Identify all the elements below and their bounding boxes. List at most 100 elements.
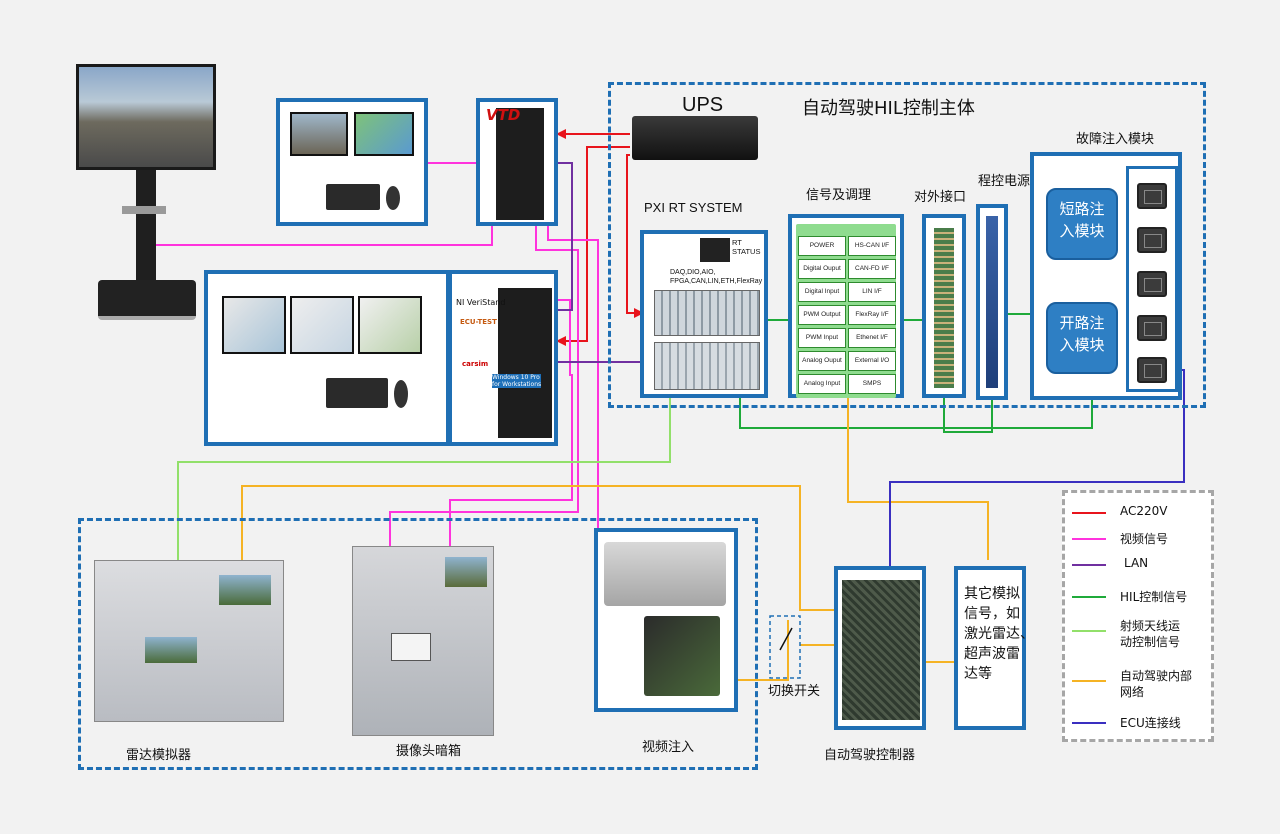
- interface-board: [934, 228, 954, 388]
- connector: [1137, 357, 1167, 383]
- rt-status-display: [700, 238, 730, 262]
- prog-power-box: [976, 204, 1008, 400]
- signal-cell: Digital Input: [798, 282, 846, 302]
- switch-label: 切换开关: [768, 684, 821, 699]
- wire-ac220v: [626, 154, 640, 314]
- open-circuit-module: 开路注 入模块: [1046, 302, 1118, 374]
- legend-label: ECU连接线: [1120, 716, 1181, 730]
- vtd-logo: VTD: [486, 106, 521, 124]
- keyboard: [326, 378, 388, 408]
- pxi-chassis-1: [654, 290, 760, 336]
- veristand-monitors-box: [204, 270, 450, 446]
- legend-label: 射频天线运 动控制信号: [1120, 619, 1181, 649]
- signal-cell: PWM Input: [798, 328, 846, 348]
- ecutest-logo: ECU-TEST: [460, 318, 497, 326]
- pc-tower: [498, 288, 552, 438]
- signal-cell: Ethenet I/F: [848, 328, 896, 348]
- veristand-workstation-box: NI VeriStand ECU-TEST carsim Windows 10 …: [448, 270, 558, 446]
- other-signals-text: 其它模拟 信号，如 激光雷达、 超声波雷 达等: [964, 586, 1034, 682]
- connector: [1137, 183, 1167, 209]
- wire-hil-control: [739, 398, 1093, 429]
- legend-line-rf: [1072, 630, 1106, 632]
- arrowhead: [556, 129, 566, 139]
- camera-label: 摄像头暗箱: [396, 744, 462, 759]
- prog-power-title: 程控电源: [978, 174, 1031, 189]
- arrowhead: [556, 336, 566, 346]
- wire-lan: [556, 162, 573, 311]
- signal-cell: External I/O: [848, 351, 896, 371]
- stand-shelf: [122, 206, 166, 214]
- legend-label: 视频信号: [1120, 532, 1169, 546]
- arrowhead: [634, 308, 644, 318]
- wire-ad-network: [847, 398, 989, 560]
- stand-base: [98, 280, 196, 320]
- signal-cell: Analog Ouput: [798, 351, 846, 371]
- external-interface-box: [922, 214, 966, 398]
- legend-label: LAN: [1124, 556, 1149, 570]
- mouse: [386, 186, 400, 210]
- radar-simulator: [94, 560, 284, 722]
- signal-cell: HS-CAN I/F: [848, 236, 896, 256]
- switch-blade: [779, 627, 793, 651]
- ups-device: [632, 116, 758, 160]
- fault-injection-title: 故障注入模块: [1076, 132, 1155, 147]
- power-unit: [986, 216, 998, 388]
- rt-status-label: RT STATUS: [732, 238, 761, 256]
- video-injection-box: [594, 528, 738, 712]
- hil-main-area: [608, 82, 1206, 408]
- carsim-logo: carsim: [462, 360, 489, 368]
- pc-tower: [496, 108, 544, 220]
- video-injection-label: 视频注入: [642, 740, 695, 755]
- pxi-chassis-2: [654, 342, 760, 390]
- legend-line-lan: [1072, 564, 1106, 566]
- legend-line-ecu: [1072, 722, 1106, 724]
- radar-screen-1: [219, 575, 271, 605]
- pxi-rt-system: RT STATUS DAQ,DIO,AIO, FPGA,CAN,LIN,ETH,…: [640, 230, 768, 398]
- monitor-5: [358, 296, 422, 354]
- display-stand: [136, 170, 156, 288]
- signal-cell: CAN-FD I/F: [848, 259, 896, 279]
- external-interface-title: 对外接口: [914, 190, 967, 205]
- hil-title: 自动驾驶HIL控制主体: [802, 98, 975, 119]
- legend-line-hil: [1072, 596, 1106, 598]
- keyboard: [326, 184, 380, 210]
- pxi-label: PXI RT SYSTEM: [644, 200, 743, 215]
- signal-cell: Digital Ouput: [798, 259, 846, 279]
- monitor-2: [354, 112, 414, 156]
- controller-board: [842, 580, 920, 720]
- signal-cell: PWM Output: [798, 305, 846, 325]
- signal-cell: Analog Input: [798, 374, 846, 394]
- camera-module: [644, 616, 720, 696]
- camera-panel: [391, 633, 431, 661]
- wire-ad-network: [720, 620, 789, 681]
- signal-panel: POWER HS-CAN I/F Digital Ouput CAN-FD I/…: [796, 224, 896, 398]
- monitor-1: [290, 112, 348, 156]
- signal-cell: POWER: [798, 236, 846, 256]
- wire-hil-control: [943, 398, 993, 433]
- monitor-3: [222, 296, 286, 354]
- legend-line-ad-network: [1072, 680, 1106, 682]
- signal-cell: LIN I/F: [848, 282, 896, 302]
- legend-label: 自动驾驶内部 网络: [1120, 669, 1193, 699]
- vtd-workstation-box: VTD: [476, 98, 558, 226]
- monitor-4: [290, 296, 354, 354]
- camera-screen: [445, 557, 487, 587]
- signal-cell: FlexRay I/F: [848, 305, 896, 325]
- radar-screen-2: [145, 637, 197, 663]
- legend: [1062, 490, 1214, 742]
- ups-label: UPS: [682, 94, 724, 116]
- driving-display: [76, 64, 216, 170]
- switch-box: [769, 615, 801, 679]
- signal-conditioning-title: 信号及调理: [806, 188, 872, 203]
- legend-line-ac220v: [1072, 512, 1106, 514]
- legend-line-video: [1072, 538, 1106, 540]
- wire-rf-control: [177, 398, 671, 560]
- video-injection-unit: [604, 542, 726, 606]
- ad-controller-box: [834, 566, 926, 730]
- connector: [1137, 271, 1167, 297]
- other-signals-box: 其它模拟 信号，如 激光雷达、 超声波雷 达等: [954, 566, 1034, 730]
- radar-label: 雷达模拟器: [126, 748, 192, 763]
- signal-cell: SMPS: [848, 374, 896, 394]
- mouse: [394, 380, 408, 408]
